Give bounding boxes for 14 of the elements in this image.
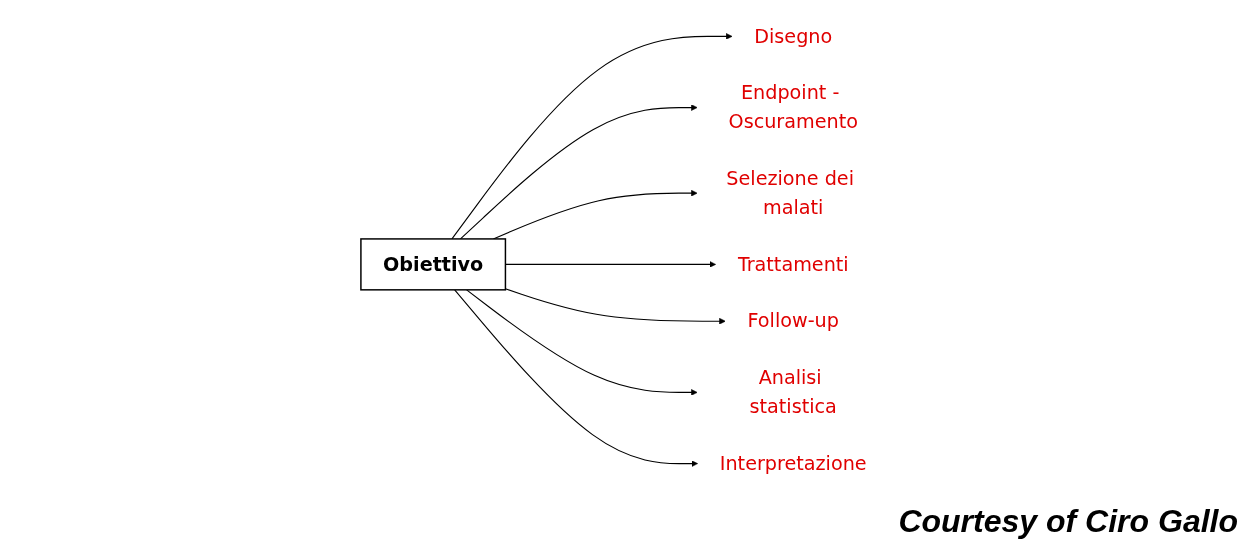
arrow xyxy=(466,289,698,396)
node-text: Selezione dei malati xyxy=(726,167,854,219)
arrow xyxy=(451,33,733,240)
caption: Courtesy of Ciro Gallo xyxy=(898,503,1238,540)
arrow xyxy=(504,288,726,325)
node-text: Disegno xyxy=(754,24,833,48)
node-box: Obiettivo xyxy=(360,238,507,291)
node-text: Trattamenti xyxy=(737,252,849,276)
node-text: Interpretazione xyxy=(719,452,867,475)
node-text: Analisi statistica xyxy=(749,366,837,418)
node-text: Endpoint - Oscuramento xyxy=(728,81,858,133)
node-text: Follow-up xyxy=(747,309,839,332)
arrow xyxy=(454,289,698,467)
arrow xyxy=(459,104,698,240)
